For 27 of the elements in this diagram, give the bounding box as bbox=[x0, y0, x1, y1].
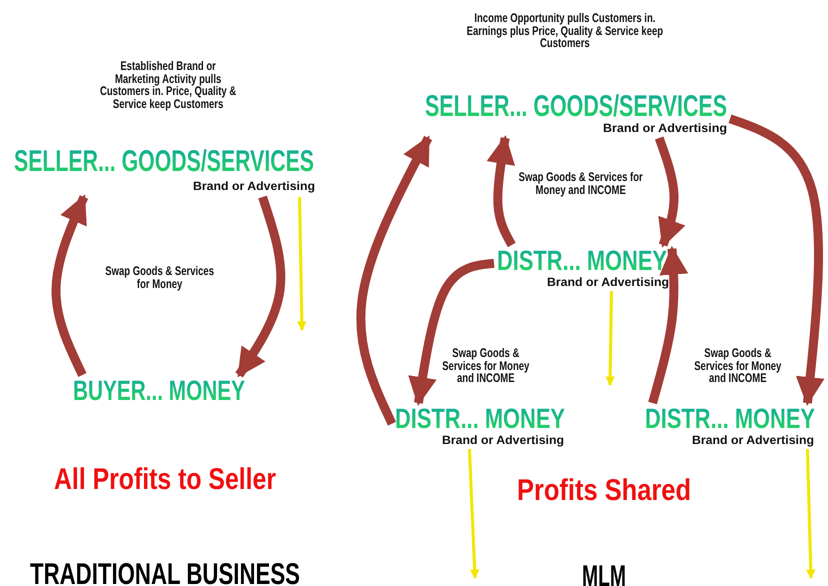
note-text: Swap Goods & Services for Money bbox=[104, 265, 216, 290]
arrow bbox=[408, 258, 494, 406]
arrow bbox=[468, 448, 480, 579]
brand-note: Brand or Advertising bbox=[692, 433, 814, 447]
note-text: Swap Goods & Services for Money and INCOME bbox=[518, 171, 644, 196]
brand-note: Brand or Advertising bbox=[442, 433, 564, 447]
arrow bbox=[297, 196, 307, 331]
arrow bbox=[605, 290, 615, 386]
brand-note: Brand or Advertising bbox=[547, 275, 669, 289]
note-text: Established Brand or Marketing Activity pulls Customers in. Price, Quality & Service keep Customers bbox=[98, 60, 238, 110]
arrow bbox=[648, 246, 688, 404]
arrow bbox=[52, 194, 88, 377]
arrow bbox=[654, 136, 686, 248]
arrow bbox=[235, 196, 286, 378]
brand-note: Brand or Advertising bbox=[193, 179, 315, 193]
arrow bbox=[806, 448, 816, 579]
section-title: TRADITIONAL BUSINESS bbox=[30, 558, 300, 586]
profit-note: Profits Shared bbox=[517, 474, 691, 508]
profit-note: All Profits to Seller bbox=[54, 463, 276, 497]
arrow bbox=[356, 135, 432, 426]
section-title: MLM bbox=[582, 560, 626, 586]
arrow bbox=[486, 135, 516, 248]
brand-note: Brand or Advertising bbox=[603, 121, 727, 135]
note-text: Swap Goods & Services for Money and INCOME bbox=[441, 347, 531, 384]
note-text: Income Opportunity pulls Customers in. Earnings plus Price, Quality & Service keep Customers bbox=[466, 12, 664, 50]
note-text: Swap Goods & Services for Money and INCOME bbox=[693, 347, 783, 384]
arrow bbox=[728, 114, 824, 406]
